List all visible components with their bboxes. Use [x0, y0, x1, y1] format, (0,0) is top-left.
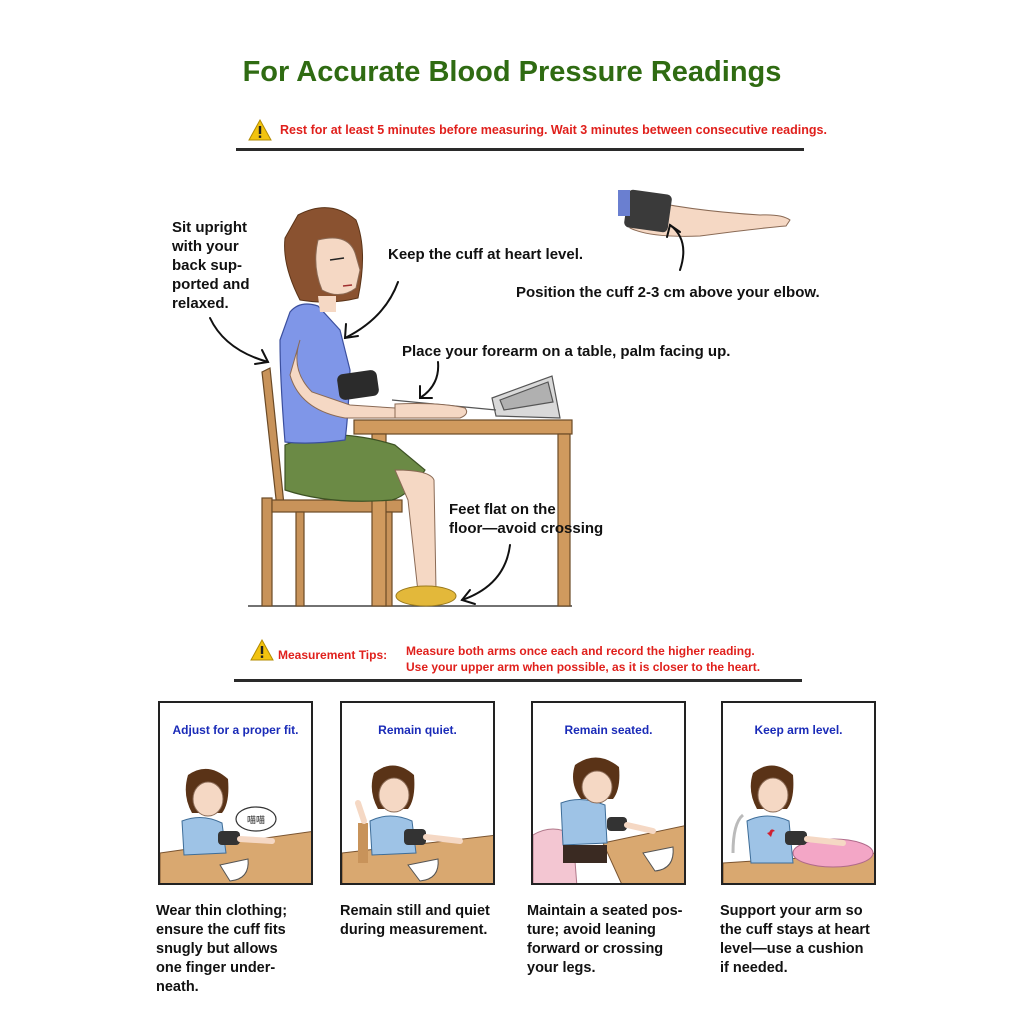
- page-title: For Accurate Blood Pressure Readings: [242, 56, 782, 88]
- caption-line: snugly but allows: [156, 941, 278, 957]
- caption-line: ensure the cuff fits: [156, 922, 286, 938]
- note-posture: Sit upright with your back sup- ported a…: [172, 218, 250, 313]
- note-feet-line: floor—avoid crossing: [449, 520, 604, 537]
- note-cuff-position: Position the cuff 2-3 cm above your elbo…: [516, 284, 820, 301]
- panel-illustration: [342, 765, 493, 883]
- panel-title: Remain seated.: [564, 723, 653, 737]
- caption-line: forward or crossing: [527, 941, 664, 957]
- panel-illustration: [533, 757, 684, 883]
- note-posture-line: back sup-: [172, 257, 243, 274]
- caption-line: during measurement.: [340, 922, 488, 938]
- note-posture-line: with your: [172, 238, 239, 255]
- note-posture-line: ported and: [172, 276, 250, 293]
- tips-warning-icon: [250, 638, 274, 666]
- rest-warning: Rest for at least 5 minutes before measu…: [248, 119, 827, 141]
- caption-arm-level: Support your arm so the cuff stays at he…: [720, 902, 895, 978]
- divider-top: [236, 148, 804, 151]
- caption-line: neath.: [156, 979, 199, 995]
- caption-line: ture; avoid leaning: [527, 922, 656, 938]
- note-forearm: Place your forearm on a table, palm faci…: [402, 343, 731, 360]
- tip-panel-quiet: Remain quiet.: [340, 701, 495, 885]
- note-cuff-heart: Keep the cuff at heart level.: [388, 246, 584, 263]
- caption-seated: Maintain a seated pos- ture; avoid leani…: [527, 902, 702, 978]
- panel-illustration: [723, 765, 874, 883]
- caption-line: Support your arm so: [720, 903, 863, 919]
- caption-quiet: Remain still and quiet during measuremen…: [340, 902, 515, 940]
- tip-panel-seated: Remain seated.: [531, 701, 686, 885]
- tip-panel-arm-level: Keep arm level.: [721, 701, 876, 885]
- caption-line: Remain still and quiet: [340, 903, 490, 919]
- tips-text: Measure both arms once each and record t…: [406, 643, 760, 675]
- note-posture-line: relaxed.: [172, 295, 229, 312]
- tips-label: Measurement Tips:: [278, 648, 388, 662]
- caption-line: the cuff stays at heart: [720, 922, 870, 938]
- caption-line: your legs.: [527, 960, 596, 976]
- tips-line: Measure both arms once each and record t…: [406, 644, 755, 658]
- note-feet: Feet flat on the floor—avoid crossing: [449, 500, 603, 538]
- note-feet-line: Feet flat on the: [449, 501, 556, 518]
- speech-bubble-text: 喵喵: [247, 815, 265, 826]
- panel-title: Adjust for a proper fit.: [172, 723, 299, 737]
- caption-fit: Wear thin clothing; ensure the cuff fits…: [156, 902, 331, 997]
- caption-line: one finger under-: [156, 960, 276, 976]
- tips-line: Use your upper arm when possible, as it …: [406, 660, 761, 674]
- panel-illustration: 喵喵: [160, 768, 311, 883]
- caption-line: if needed.: [720, 960, 788, 976]
- rest-warning-text: Rest for at least 5 minutes before measu…: [280, 123, 827, 137]
- main-illustration: [209, 189, 791, 607]
- note-posture-line: Sit upright: [172, 219, 247, 236]
- caption-line: Wear thin clothing;: [156, 903, 288, 919]
- divider-tips: [234, 679, 802, 682]
- caption-line: Maintain a seated pos-: [527, 903, 683, 919]
- panel-title: Keep arm level.: [754, 723, 843, 737]
- panel-title: Remain quiet.: [378, 723, 457, 737]
- tip-panel-fit: Adjust for a proper fit. 喵喵: [158, 701, 313, 885]
- warning-icon: [248, 119, 272, 141]
- caption-line: level—use a cushion: [720, 941, 864, 957]
